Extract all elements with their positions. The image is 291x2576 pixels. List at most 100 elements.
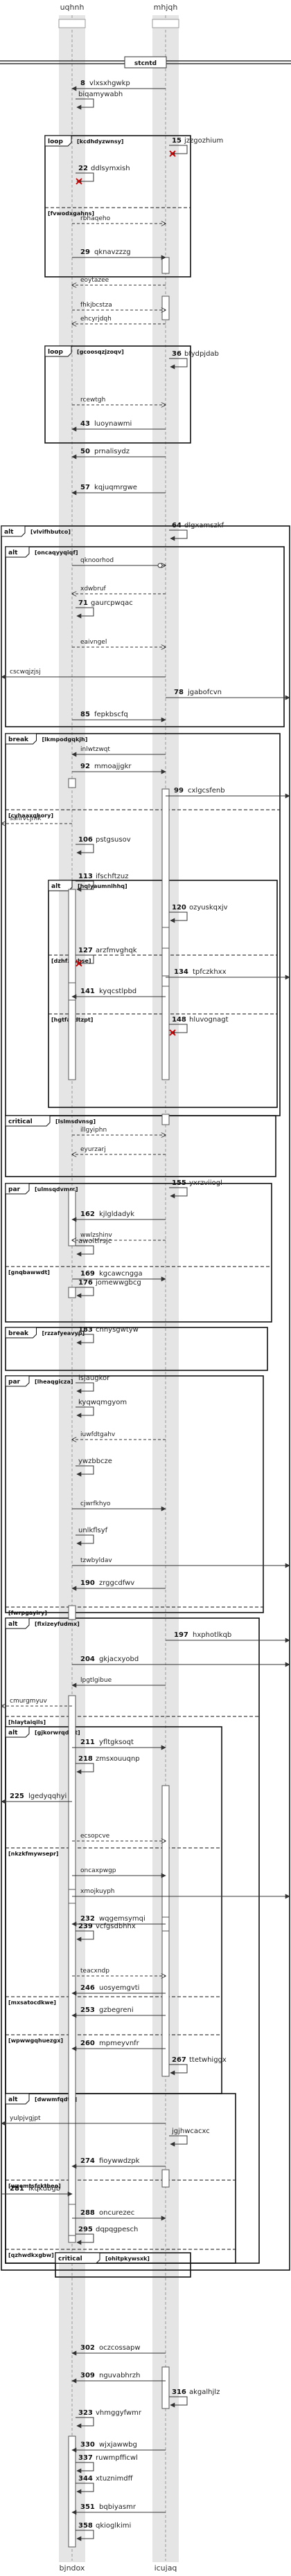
message-number: 22	[78, 165, 88, 172]
message-label: luoynawmi	[94, 420, 132, 428]
fragment-kind: alt	[8, 1621, 18, 1628]
message-label: gzbegreni	[99, 2006, 134, 2014]
message-label: xtuznimdff	[96, 2475, 134, 2483]
message-label: akgalhjlz	[189, 2388, 220, 2396]
fragment-guard: [oncaqyyqiqf]	[35, 550, 78, 556]
message-number: 309	[80, 2372, 95, 2379]
message-number: 141	[80, 988, 95, 995]
message-self-arrow	[169, 358, 188, 370]
message-number: 281	[10, 2185, 24, 2193]
fragment-kind: alt	[8, 550, 18, 556]
message-label: zmsxouuqnp	[96, 1755, 140, 1763]
fragment-guard: [hqlyaumnihhq]	[78, 883, 127, 889]
message-label: lgedyqqhyi	[28, 1793, 67, 1800]
message-self-arrow	[169, 2135, 188, 2147]
message: eyurzarj	[72, 1146, 166, 1154]
activation-bar	[161, 2366, 170, 2409]
message-self-arrow	[76, 1334, 94, 1345]
message: eaivngel	[72, 639, 166, 647]
message-number: 225	[10, 1793, 24, 1800]
fragment-guard: [lheaqgicza]	[35, 1379, 73, 1385]
message-number: 15	[172, 137, 182, 145]
message-label: mmoajjgkr	[94, 763, 132, 770]
lost-message-cross	[169, 1029, 176, 1036]
message-label: gkjacxyobd	[99, 1656, 139, 1663]
message-self-arrow	[76, 1465, 94, 1477]
message-label: ssnrvcjmk	[10, 815, 42, 822]
message-label: nguvabhrzh	[99, 2372, 140, 2379]
message-label: ywzbbcze	[78, 1458, 112, 1465]
message-number: 288	[80, 2209, 95, 2217]
message-label: arzfmvghqk	[96, 947, 137, 954]
message-label: kgcawcngga	[99, 1270, 143, 1278]
participant-top-mhj: mhjqh	[154, 3, 178, 12]
message-self-arrow	[76, 1406, 94, 1418]
activation-bar	[161, 975, 170, 987]
fragment-loop-frame	[44, 135, 191, 278]
message-label: xdwbruf	[80, 586, 107, 592]
message-label: yfltgksoqt	[99, 1739, 134, 1746]
message-self-arrow	[76, 2233, 94, 2245]
message-self-arrow	[169, 1024, 188, 1035]
fragment-kind: loop	[48, 138, 63, 145]
message-label: fepkbscfq	[94, 711, 128, 718]
message-label: eaivngel	[80, 639, 107, 646]
fragment-tag	[55, 2252, 100, 2264]
start-divider-label: stcntd	[134, 60, 157, 67]
message-label: dqpqgpesch	[96, 2226, 138, 2233]
message-label: jomewwgbcg	[95, 1279, 141, 1287]
message-self-arrow	[169, 911, 188, 923]
message-label: qknavzzzg	[94, 248, 131, 256]
message-number: 43	[80, 420, 90, 428]
message-label: wjxjawwbg	[99, 2441, 137, 2449]
message-label: ikqkdbgb	[28, 2185, 60, 2193]
message-number: 246	[80, 1984, 95, 1992]
message-self-arrow	[76, 2417, 94, 2429]
fragment-alt-frame	[5, 546, 285, 727]
message-self-arrow	[76, 98, 94, 110]
message-number: 211	[80, 1739, 95, 1746]
message: jgjhwcacxc	[169, 2128, 210, 2147]
message-label: wwlzshinv	[80, 1232, 113, 1239]
message-number: 29	[80, 248, 90, 256]
message-label: cscwqjzjsj	[10, 669, 41, 675]
message-number: 99	[174, 787, 184, 795]
message-number: 113	[78, 873, 93, 880]
message: unlkflsyf	[76, 1527, 108, 1546]
fragment-kind: loop	[48, 349, 63, 356]
message-label: ttetwhiggx	[189, 2056, 227, 2064]
fragment-kind: alt	[51, 883, 61, 890]
message: fhkjbcstza	[72, 302, 166, 310]
message: rcewtgh	[72, 397, 166, 405]
message-label: dlgxamszkf	[184, 522, 224, 529]
message-label: ruwmpfficwl	[96, 2454, 138, 2462]
message-label: qknoorhod	[80, 557, 114, 564]
message-number: 351	[80, 2503, 95, 2511]
activation-bars	[68, 257, 170, 2548]
message-endpoint-circle	[157, 563, 163, 568]
message-number: 155	[172, 1179, 186, 1187]
fragment-kind: par	[8, 1379, 21, 1386]
message-self-arrow	[76, 1534, 94, 1546]
message-label: kjlgldadyk	[99, 1210, 134, 1218]
message-number: 218	[78, 1755, 93, 1763]
fragment-tag	[5, 1327, 37, 1339]
